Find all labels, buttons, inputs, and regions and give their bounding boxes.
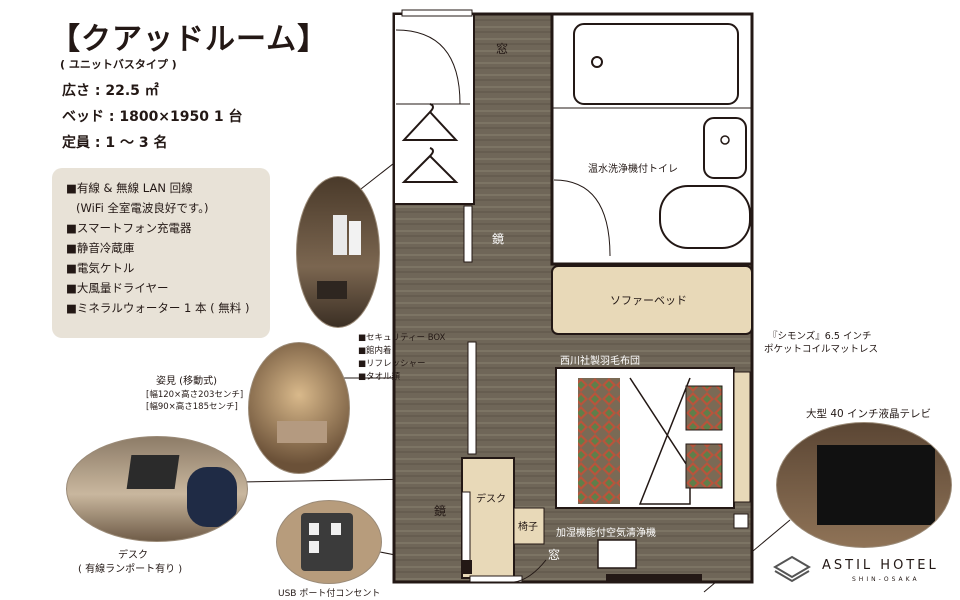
usb-outlet-photo [276, 500, 382, 584]
page-subtitle: ( ユニットバスタイプ ) [60, 58, 177, 71]
closet-item-towel: ■タオル類 [358, 372, 401, 382]
mirror-size-2: [幅90×高さ185センチ] [146, 402, 238, 412]
plan-sofa: ソファーベッド [610, 294, 687, 307]
hotel-logo-icon [773, 555, 811, 583]
spec-bed: ベッド : 1800×1950 1 台 [62, 109, 243, 125]
mirror-photo [248, 342, 350, 474]
mirror-title: 姿見 (移動式) [156, 376, 217, 387]
mirror-movable [467, 341, 477, 455]
tv-caption: 大型 40 インチ液晶テレビ [806, 408, 932, 420]
closet-photo [296, 176, 380, 328]
window-top [401, 9, 473, 17]
page-title: 【クアッドルーム】 [50, 22, 329, 57]
hotel-logo-sub: SHIN-OSAKA [852, 576, 920, 583]
toilet [659, 185, 751, 249]
plan-chair: 椅子 [518, 522, 538, 533]
mattress-caption: 『シモンズ』6.5 インチ [768, 331, 872, 342]
desk [461, 457, 515, 579]
plan-duvet: 西川社製羽毛布団 [560, 356, 640, 367]
plan-purifier: 加湿機能付空気清浄機 [556, 528, 656, 539]
mattress-caption-2: ポケットコイルマットレス [764, 344, 879, 355]
amenity-lan: ■有線 & 無線 LAN 回線 [66, 181, 193, 195]
usb-caption: USB ポート付コンセント [278, 589, 381, 599]
desk-photo [66, 436, 248, 542]
mirror-size-1: [幅120×高さ203センチ] [146, 390, 244, 400]
plan-mirror-1: 鏡 [492, 232, 505, 246]
window-bottom [469, 575, 523, 583]
amenity-kettle: ■電気ケトル [66, 261, 135, 275]
plan-toilet: 温水洗浄機付トイレ [588, 164, 678, 175]
hanger-icon [401, 103, 459, 183]
plan-mirror-2: 鏡 [434, 504, 447, 518]
mirror-wall [463, 205, 473, 263]
plan-window-bottom: 窓 [548, 548, 561, 562]
closet-item-robe: ■館内着 [358, 346, 392, 356]
amenity-wifi-note: (WiFi 全室電波良好です。) [76, 201, 209, 215]
bathtub [573, 23, 739, 105]
closet-item-safe: ■セキュリティー BOX [358, 333, 446, 343]
amenity-water: ■ミネラルウォーター 1 本 ( 無料 ) [66, 301, 250, 315]
pillow-bottom [685, 443, 723, 489]
spec-area: 広さ : 22.5 ㎡ [62, 83, 159, 99]
tv-stand [606, 574, 702, 581]
hotel-logo-name: ASTIL HOTEL [822, 558, 939, 573]
amenity-fridge: ■静音冷蔵庫 [66, 241, 135, 255]
sofa-bed [551, 265, 753, 335]
plan-desk: デスク [476, 494, 506, 505]
desk-caption-note: ( 有線ランポート有り ) [78, 564, 183, 575]
desk-caption: デスク [118, 550, 148, 561]
amenities-panel: ■有線 & 無線 LAN 回線 (WiFi 全室電波良好です。) ■スマートフォ… [52, 168, 270, 338]
amenity-charger: ■スマートフォン充電器 [66, 221, 192, 235]
bed-runner [578, 378, 620, 504]
air-purifier [597, 539, 637, 569]
closet-item-refresher: ■リフレッシャー [358, 359, 426, 369]
pillow-top [685, 385, 723, 431]
amenity-dryer: ■大風量ドライヤー [66, 281, 169, 295]
chair [513, 507, 545, 545]
tv-photo [776, 422, 952, 548]
closet [393, 13, 475, 205]
outlet-icon [733, 513, 749, 529]
plan-window-top: 窓 [496, 42, 509, 56]
spec-capacity: 定員 : 1 ～ 3 名 [62, 135, 168, 151]
sink [703, 117, 747, 179]
